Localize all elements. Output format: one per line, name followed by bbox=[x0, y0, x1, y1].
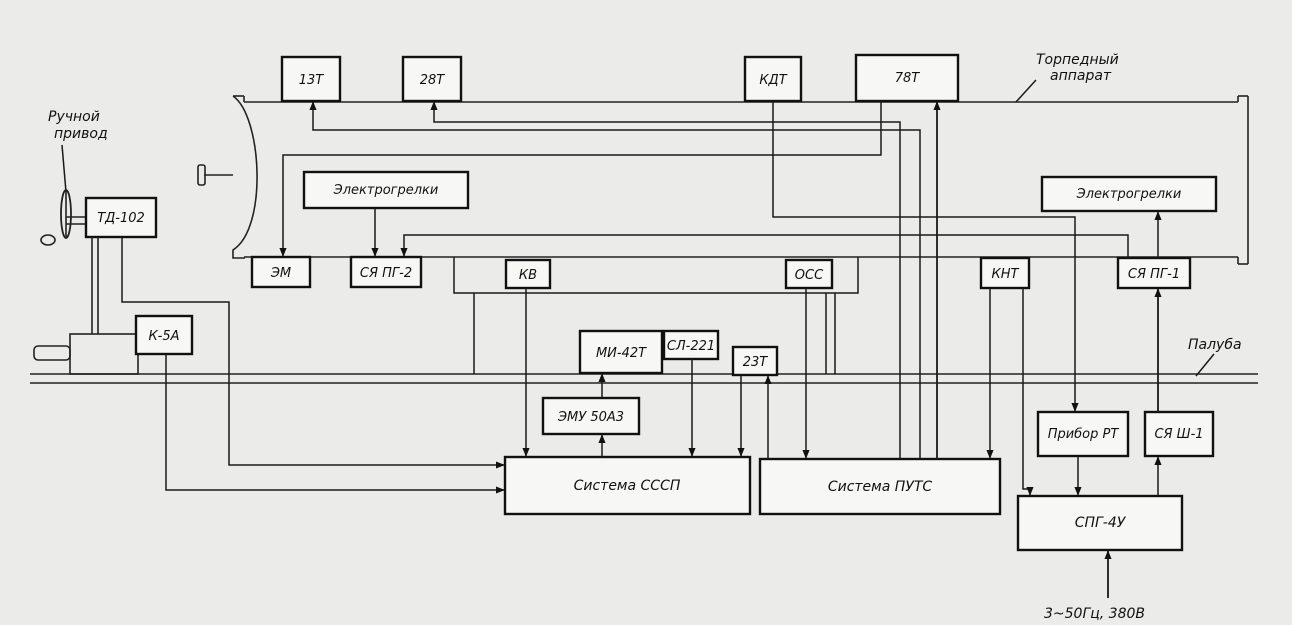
block-kdt: КДТ bbox=[743, 55, 803, 103]
wire-78t-to-em bbox=[279, 101, 882, 257]
block-28t: 28Т bbox=[401, 55, 463, 103]
svg-text:КВ: КВ bbox=[519, 268, 537, 283]
block-k5a: К-5А bbox=[134, 314, 194, 356]
svg-text:ОСС: ОСС bbox=[795, 268, 824, 283]
block-electroheaters-right: Электрогрелки bbox=[1040, 175, 1218, 213]
block-sl221: СЛ-221 bbox=[662, 329, 720, 361]
wire-puts-to-13t bbox=[309, 101, 921, 459]
svg-text:СЯ ПГ-1: СЯ ПГ-1 bbox=[1128, 267, 1180, 282]
svg-text:КНТ: КНТ bbox=[992, 267, 1020, 282]
torpedo-apparatus-label-line2: аппарат bbox=[1050, 68, 1112, 84]
wire-kdt-to-pribor-rt bbox=[772, 101, 1079, 412]
block-syapg1: СЯ ПГ-1 bbox=[1116, 256, 1192, 290]
svg-text:МИ-42Т: МИ-42Т bbox=[596, 346, 647, 361]
block-emu50a3: ЭМУ 50А3 bbox=[541, 396, 641, 436]
block-spg4u: СПГ-4У bbox=[1016, 494, 1184, 552]
power-supply-label: 3~50Гц, 380В bbox=[1044, 606, 1145, 622]
svg-text:23Т: 23Т bbox=[743, 355, 769, 370]
svg-text:ТД-102: ТД-102 bbox=[97, 211, 145, 226]
svg-text:13Т: 13Т bbox=[299, 73, 325, 88]
block-oss: ОСС bbox=[784, 258, 834, 290]
wire-td102-to-sssp bbox=[121, 237, 505, 469]
torpedo-apparatus-label-line1: Торпедный bbox=[1036, 52, 1119, 68]
block-syash1: СЯ Ш-1 bbox=[1143, 410, 1215, 458]
torpedo-apparatus-leader bbox=[1015, 79, 1037, 103]
block-td102: ТД-102 bbox=[84, 196, 158, 239]
block-em: ЭМ bbox=[250, 255, 312, 289]
svg-text:ЭМ: ЭМ bbox=[270, 266, 291, 281]
block-knt: КНТ bbox=[979, 256, 1031, 290]
svg-text:К-5А: К-5А bbox=[148, 329, 179, 344]
wire-syapg1-to-syapg2 bbox=[400, 234, 1129, 258]
k5a-housing bbox=[33, 333, 139, 375]
manual-drive-leader bbox=[61, 144, 67, 193]
block-kv: КВ bbox=[504, 258, 552, 290]
svg-text:КДТ: КДТ bbox=[759, 73, 787, 88]
manual-drive-handwheel bbox=[40, 189, 86, 246]
svg-text:СЛ-221: СЛ-221 bbox=[667, 339, 715, 354]
svg-text:28Т: 28Т bbox=[420, 73, 446, 88]
svg-text:СПГ-4У: СПГ-4У bbox=[1075, 515, 1127, 531]
deck-leader bbox=[1195, 353, 1215, 377]
block-mi42t: МИ-42Т bbox=[578, 329, 664, 375]
block-13t: 13Т bbox=[280, 55, 342, 103]
cable-tray bbox=[453, 257, 859, 374]
wire-knt-to-spg4u bbox=[1022, 288, 1034, 496]
manual-drive-label-line2: привод bbox=[54, 126, 108, 142]
wire-puts-to-28t bbox=[430, 101, 901, 459]
deck-label: Палуба bbox=[1188, 337, 1242, 353]
svg-text:ЭМУ 50А3: ЭМУ 50А3 bbox=[557, 410, 624, 425]
svg-text:СЯ Ш-1: СЯ Ш-1 bbox=[1154, 427, 1203, 442]
block-23t: 23Т bbox=[731, 345, 779, 377]
svg-text:Прибор РТ: Прибор РТ bbox=[1048, 427, 1120, 442]
block-pribor-rt: Прибор РТ bbox=[1036, 410, 1130, 458]
block-system-sssp: Система СССП bbox=[503, 455, 752, 516]
svg-text:Система ПУТС: Система ПУТС bbox=[828, 479, 933, 495]
block-electroheaters-left: Электрогрелки bbox=[302, 170, 470, 210]
svg-text:Система СССП: Система СССП bbox=[574, 478, 681, 494]
deck bbox=[30, 373, 1258, 384]
svg-text:78Т: 78Т bbox=[895, 71, 921, 86]
block-78t: 78Т bbox=[854, 53, 960, 103]
wire-k5a-to-sssp bbox=[165, 354, 505, 494]
block-system-puts: Система ПУТС bbox=[758, 457, 1002, 516]
svg-text:Электрогрелки: Электрогрелки bbox=[1076, 187, 1182, 202]
manual-drive-label-line1: Ручной bbox=[48, 109, 100, 125]
svg-text:СЯ ПГ-2: СЯ ПГ-2 bbox=[360, 266, 412, 281]
block-syapg2: СЯ ПГ-2 bbox=[349, 255, 423, 289]
svg-text:Электрогрелки: Электрогрелки bbox=[333, 183, 439, 198]
